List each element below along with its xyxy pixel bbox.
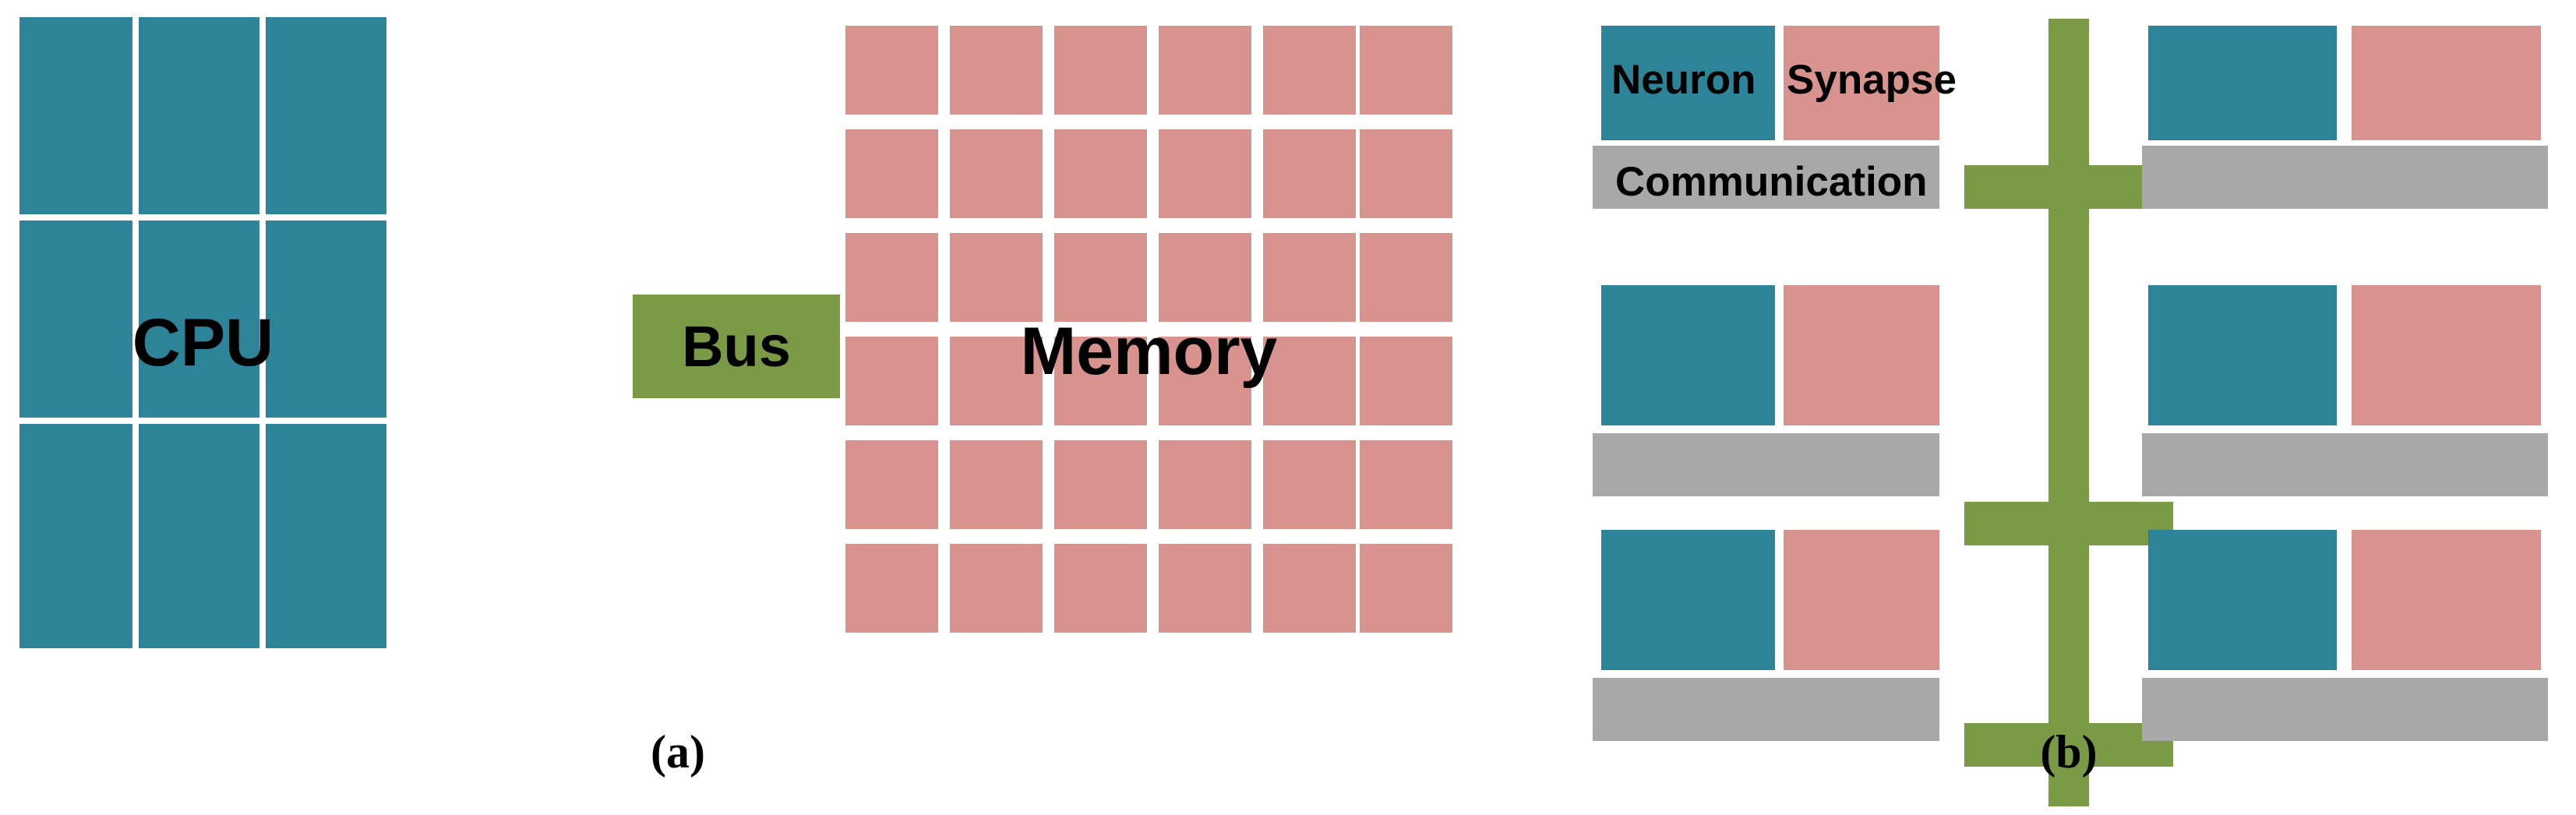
cpu-tile — [266, 17, 386, 214]
communication-bar — [2142, 146, 2548, 209]
memory-tile — [1360, 544, 1452, 633]
memory-tile — [1360, 26, 1452, 115]
memory-tile — [1360, 440, 1452, 529]
neuron-block — [2148, 530, 2337, 670]
bus-label: Bus — [682, 314, 791, 379]
memory-tile — [1263, 129, 1356, 218]
cpu-tile — [266, 424, 386, 648]
memory-tile — [950, 440, 1043, 529]
neuron-block — [2148, 26, 2337, 140]
memory-tile — [1054, 440, 1147, 529]
cpu-tile — [19, 17, 132, 214]
memory-tile — [845, 233, 938, 322]
memory-tile — [1360, 233, 1452, 322]
memory-tile — [1159, 233, 1251, 322]
core-r1c2 — [2142, 19, 2548, 210]
cpu-tile — [139, 17, 259, 214]
cpu-label: CPU — [132, 305, 274, 380]
memory-tile — [1263, 337, 1356, 425]
memory-tile — [1360, 129, 1452, 218]
memory-label-wrap: Memory — [845, 318, 1452, 388]
interconnect-crossbar — [1964, 502, 2173, 545]
interconnect-crossbar — [1964, 165, 2173, 209]
caption-b: (b) — [2040, 726, 2098, 778]
neuron-block — [1601, 530, 1775, 670]
neuron-label: Neuron — [1611, 57, 1756, 103]
memory-tile — [1263, 233, 1356, 322]
memory-tile — [845, 440, 938, 529]
memory-tile — [950, 233, 1043, 322]
panel-b: Neuron Synapse Communication — [1480, 0, 2576, 806]
memory-tile — [845, 26, 938, 115]
cpu-tile — [139, 424, 259, 648]
synapse-block — [2352, 285, 2541, 425]
memory-tile — [1054, 26, 1147, 115]
neuron-block — [2148, 285, 2337, 425]
interconnect-spine — [2048, 19, 2089, 806]
memory-tile — [950, 129, 1043, 218]
memory-tile — [1263, 440, 1356, 529]
memory-tile — [1263, 544, 1356, 633]
core-r2c2 — [2142, 285, 2548, 570]
memory-tile — [845, 337, 938, 425]
communication-bar — [2142, 433, 2548, 496]
synapse-block — [1784, 285, 1939, 425]
bus-box: Bus — [633, 295, 840, 398]
synapse-label: Synapse — [1787, 57, 1957, 103]
memory-tile — [950, 337, 1043, 425]
interconnect-crossbar — [1964, 723, 2173, 767]
memory-tile — [1054, 544, 1147, 633]
cpu-tile — [19, 221, 132, 418]
core-r3c2 — [2142, 530, 2548, 815]
memory-block: Memory — [845, 26, 1453, 658]
synapse-block — [2352, 26, 2541, 140]
communication-bar — [2142, 678, 2548, 741]
cpu-tile — [266, 221, 386, 418]
panel-a: CPU Bus — [19, 17, 1453, 778]
memory-tile — [1159, 440, 1251, 529]
memory-tile — [845, 129, 938, 218]
core-r1c1: Neuron Synapse Communication — [1593, 19, 1957, 210]
core-r2c1 — [1593, 285, 1939, 570]
synapse-block — [1784, 26, 1939, 140]
bus-label-wrap: Bus — [633, 318, 840, 380]
cpu-label-wrap: CPU — [19, 309, 386, 379]
core-r3c1 — [1593, 530, 1939, 815]
synapse-block — [1784, 530, 1939, 670]
communication-bar — [1593, 433, 1939, 496]
communication-bar — [1593, 146, 1939, 209]
cpu-tile — [19, 424, 132, 648]
memory-tile — [1054, 337, 1147, 425]
memory-tile — [1263, 26, 1356, 115]
memory-tile — [1054, 129, 1147, 218]
memory-tile — [1159, 129, 1251, 218]
cpu-block: CPU — [19, 17, 627, 648]
memory-label: Memory — [1020, 314, 1278, 389]
cpu-tile — [139, 221, 259, 418]
memory-tile — [1360, 337, 1452, 425]
caption-a: (a) — [651, 726, 705, 778]
memory-tile — [1159, 337, 1251, 425]
memory-tile — [1054, 233, 1147, 322]
neuron-block — [1601, 26, 1775, 140]
memory-tile — [950, 544, 1043, 633]
communication-bar — [1593, 678, 1939, 741]
synapse-block — [2352, 530, 2541, 670]
communication-label: Communication — [1615, 159, 1928, 205]
neuron-block — [1601, 285, 1775, 425]
memory-tile — [845, 544, 938, 633]
memory-tile — [950, 26, 1043, 115]
memory-tile — [1159, 26, 1251, 115]
memory-tile — [1159, 544, 1251, 633]
